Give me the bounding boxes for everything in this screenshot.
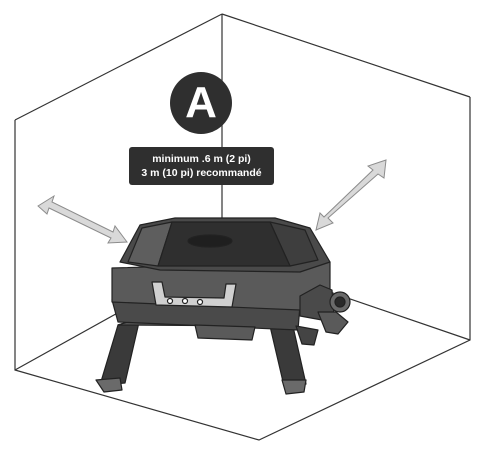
clearance-callout: minimum .6 m (2 pi) 3 m (10 pi) recomman… — [129, 147, 274, 185]
grill-illustration — [95, 217, 351, 395]
section-badge: A — [170, 72, 232, 134]
clearance-arrow-left — [37, 194, 128, 244]
clearance-recommended-text: 3 m (10 pi) recommandé — [141, 167, 262, 179]
clearance-arrow-right — [315, 159, 387, 231]
clearance-minimum-text: minimum .6 m (2 pi) — [152, 153, 251, 165]
